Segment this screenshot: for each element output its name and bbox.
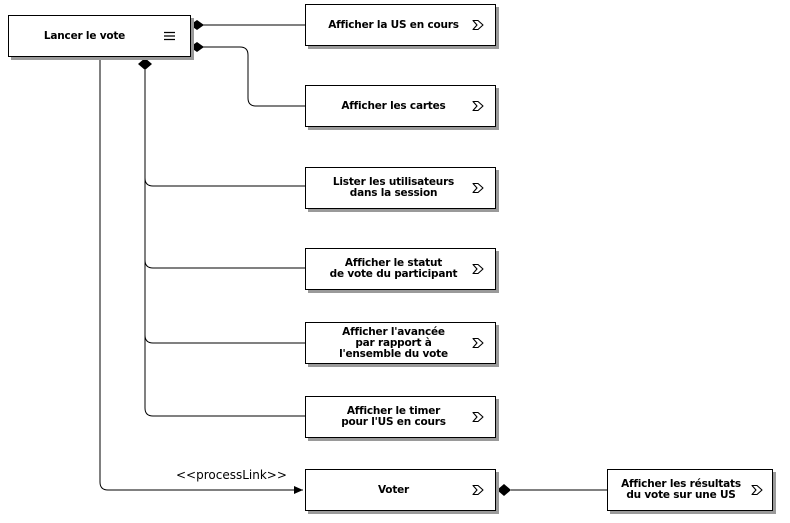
composition-diamond bbox=[190, 42, 204, 52]
composition-diamond bbox=[190, 20, 204, 30]
process-node-lister-utilisateurs[interactable]: Lister les utilisateurs dans la session bbox=[305, 167, 496, 209]
link-voter-to-resultats[interactable] bbox=[497, 484, 607, 496]
link-root-to-afficher-us[interactable] bbox=[190, 20, 305, 30]
link-trunk-root-to-children[interactable] bbox=[138, 58, 305, 417]
hamburger-menu-icon[interactable] bbox=[163, 31, 176, 42]
link-root-to-afficher-cartes[interactable] bbox=[190, 42, 305, 107]
composition-diamond bbox=[497, 484, 511, 496]
process-chevron-icon bbox=[472, 484, 484, 496]
node-label: Afficher la US en cours bbox=[328, 18, 459, 31]
process-chevron-icon bbox=[472, 182, 484, 194]
process-node-afficher-avancee[interactable]: Afficher l'avancée par rapport à l'ensem… bbox=[305, 322, 496, 364]
process-node-afficher-statut[interactable]: Afficher le statut de vote du participan… bbox=[305, 248, 496, 290]
node-label: Afficher le statut de vote du participan… bbox=[329, 257, 458, 280]
process-node-afficher-timer[interactable]: Afficher le timer pour l'US en cours bbox=[305, 396, 496, 438]
process-node-afficher-les-cartes[interactable]: Afficher les cartes bbox=[305, 85, 496, 127]
process-node-voter[interactable]: Voter bbox=[305, 469, 496, 511]
process-chevron-icon bbox=[472, 263, 484, 275]
process-chevron-icon bbox=[472, 19, 484, 31]
process-node-lancer-le-vote[interactable]: Lancer le vote bbox=[8, 15, 191, 57]
process-node-afficher-resultats[interactable]: Afficher les résultats du vote sur une U… bbox=[607, 469, 773, 511]
process-link-stereotype-label: <<processLink>> bbox=[176, 468, 287, 482]
process-chevron-icon bbox=[751, 484, 763, 496]
node-label: Lister les utilisateurs dans la session bbox=[332, 176, 455, 199]
node-label: Afficher les cartes bbox=[341, 99, 446, 112]
process-node-afficher-us-en-cours[interactable]: Afficher la US en cours bbox=[305, 4, 496, 46]
process-chevron-icon bbox=[472, 337, 484, 349]
process-chevron-icon bbox=[472, 100, 484, 112]
composition-diamond bbox=[138, 58, 152, 70]
node-label: Afficher les résultats du vote sur une U… bbox=[621, 478, 741, 501]
node-label: Lancer le vote bbox=[43, 29, 126, 42]
node-label: Afficher le timer pour l'US en cours bbox=[341, 405, 446, 428]
node-label: Voter bbox=[377, 483, 410, 496]
node-label: Afficher l'avancée par rapport à l'ensem… bbox=[339, 325, 448, 360]
process-chevron-icon bbox=[472, 411, 484, 423]
process-link-root-to-voter[interactable] bbox=[99, 58, 303, 494]
